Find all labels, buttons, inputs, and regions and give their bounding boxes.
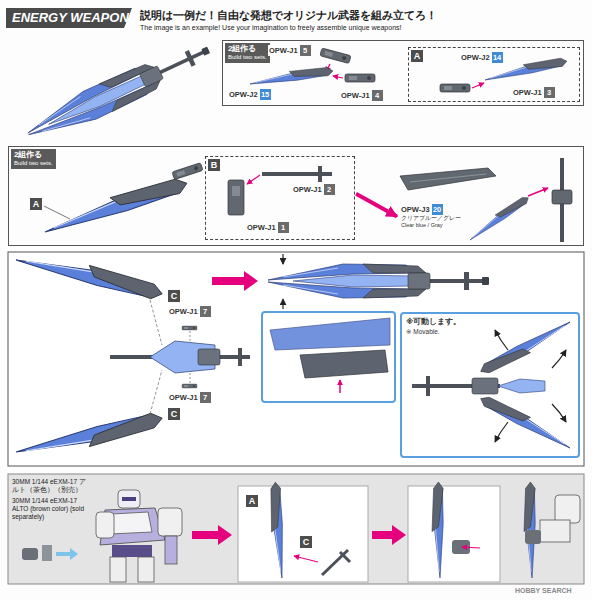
part-callout: OPW-J15 xyxy=(268,45,312,56)
instruction-heading: 説明は一例だ！自由な発想でオリジナル武器を組み立てろ！ xyxy=(140,9,437,22)
callout-number: 15 xyxy=(260,89,271,100)
subassembly-tag: A xyxy=(30,198,42,210)
part-name: OPW-J3 xyxy=(401,204,430,215)
section-title: ENERGY WEAPON xyxy=(12,10,129,26)
part-callout: OPW-J320クリアブルー／グレーClear blue / Gray xyxy=(400,204,462,229)
callout-number: 7 xyxy=(200,306,211,317)
part-callout-row: OPW-J214 xyxy=(461,52,503,63)
part-callout: OPW-J215 xyxy=(228,89,272,100)
set-count-note: Build two sets. xyxy=(228,54,267,61)
part-callout-row: OPW-J14 xyxy=(341,90,383,101)
part-name: OPW-J1 xyxy=(341,90,370,101)
part-callout-row: OPW-J13 xyxy=(513,87,555,98)
subassembly-letter: C xyxy=(168,408,180,420)
set-count-label: 2組作る xyxy=(14,150,53,160)
part-name: OPW-J1 xyxy=(169,392,198,403)
part-callout: OPW-J17 xyxy=(168,306,212,317)
subassembly-letter: A xyxy=(246,495,258,507)
movable-inset: ※可動します。※ Movable. xyxy=(400,312,580,458)
subassembly-letter: B xyxy=(208,159,220,171)
callout-number: 14 xyxy=(492,52,503,63)
set-count-label: 2組作る xyxy=(228,44,267,54)
part-name: OPW-J1 xyxy=(513,87,542,98)
subassembly-letter: A xyxy=(411,50,423,62)
movable-note: ※ Movable. xyxy=(406,327,574,336)
subassembly-box: BOPW-J12OPW-J11 xyxy=(205,156,355,240)
step-panel: 2組作るBuild two sets.OPW-J15OPW-J215OPW-J1… xyxy=(222,40,584,106)
set-count-tag: 2組作るBuild two sets. xyxy=(225,43,270,63)
set-count-note: Build two sets. xyxy=(14,160,53,167)
subassembly-tag: C xyxy=(168,290,180,302)
part-color-note: クリアブルー／グレー xyxy=(401,215,461,222)
part-callout-row: OPW-J17 xyxy=(169,306,211,317)
part-callout: OPW-J17 xyxy=(168,392,212,403)
part-callout-row: OPW-J215 xyxy=(229,89,271,100)
callout-number: 2 xyxy=(324,184,335,195)
kit-note: 30MM 1/144 eEXM-17 アルト（茶色）（別売） xyxy=(12,478,88,494)
part-name: OPW-J2 xyxy=(229,89,258,100)
part-name: OPW-J1 xyxy=(169,306,198,317)
part-callout-row: OPW-J320 xyxy=(401,204,461,215)
part-name: OPW-J1 xyxy=(247,222,276,233)
callout-number: 20 xyxy=(432,204,443,215)
part-color-note: Clear blue / Gray xyxy=(401,222,461,229)
part-callout-row: OPW-J12 xyxy=(293,184,335,195)
callout-number: 7 xyxy=(200,392,211,403)
step-panel: 2組作るBuild two sets.ABOPW-J12OPW-J11OPW-J… xyxy=(8,146,584,246)
movable-note: ※可動します。 xyxy=(406,317,574,327)
part-callout-row: OPW-J15 xyxy=(269,45,311,56)
callout-number: 3 xyxy=(544,87,555,98)
part-name: OPW-J1 xyxy=(269,45,298,56)
subassembly-tag: C xyxy=(168,408,180,420)
assembly-arrow xyxy=(356,194,397,217)
part-callout: OPW-J14 xyxy=(340,90,384,101)
part-callout: OPW-J12 xyxy=(292,184,336,195)
part-callout-row: OPW-J17 xyxy=(169,392,211,403)
subassembly-tag: C xyxy=(300,536,312,548)
subassembly-letter: A xyxy=(30,198,42,210)
kit-note: 30MM 1/144 eEXM-17 ALTO (brown color) (s… xyxy=(12,497,88,520)
watermark: HOBBY SEARCH xyxy=(515,587,572,595)
subassembly-box: A OPW-J214OPW-J13 xyxy=(408,47,580,102)
subassembly-letter: C xyxy=(168,290,180,302)
subassembly-tag: A xyxy=(246,495,258,507)
part-callout-row: OPW-J11 xyxy=(247,222,289,233)
part-callout: OPW-J11 xyxy=(246,222,290,233)
callout-number: 5 xyxy=(300,45,311,56)
part-callout: OPW-J214 xyxy=(460,52,504,63)
part-callout: OPW-J13 xyxy=(512,87,556,98)
callout-number: 4 xyxy=(372,90,383,101)
set-count-tag: 2組作るBuild two sets. xyxy=(11,149,56,169)
instruction-subheading: The image is an example! Use your imagin… xyxy=(140,24,401,32)
subassembly-letter: C xyxy=(300,536,312,548)
part-name: OPW-J2 xyxy=(461,52,490,63)
part-name: OPW-J1 xyxy=(293,184,322,195)
callout-number: 1 xyxy=(278,222,289,233)
